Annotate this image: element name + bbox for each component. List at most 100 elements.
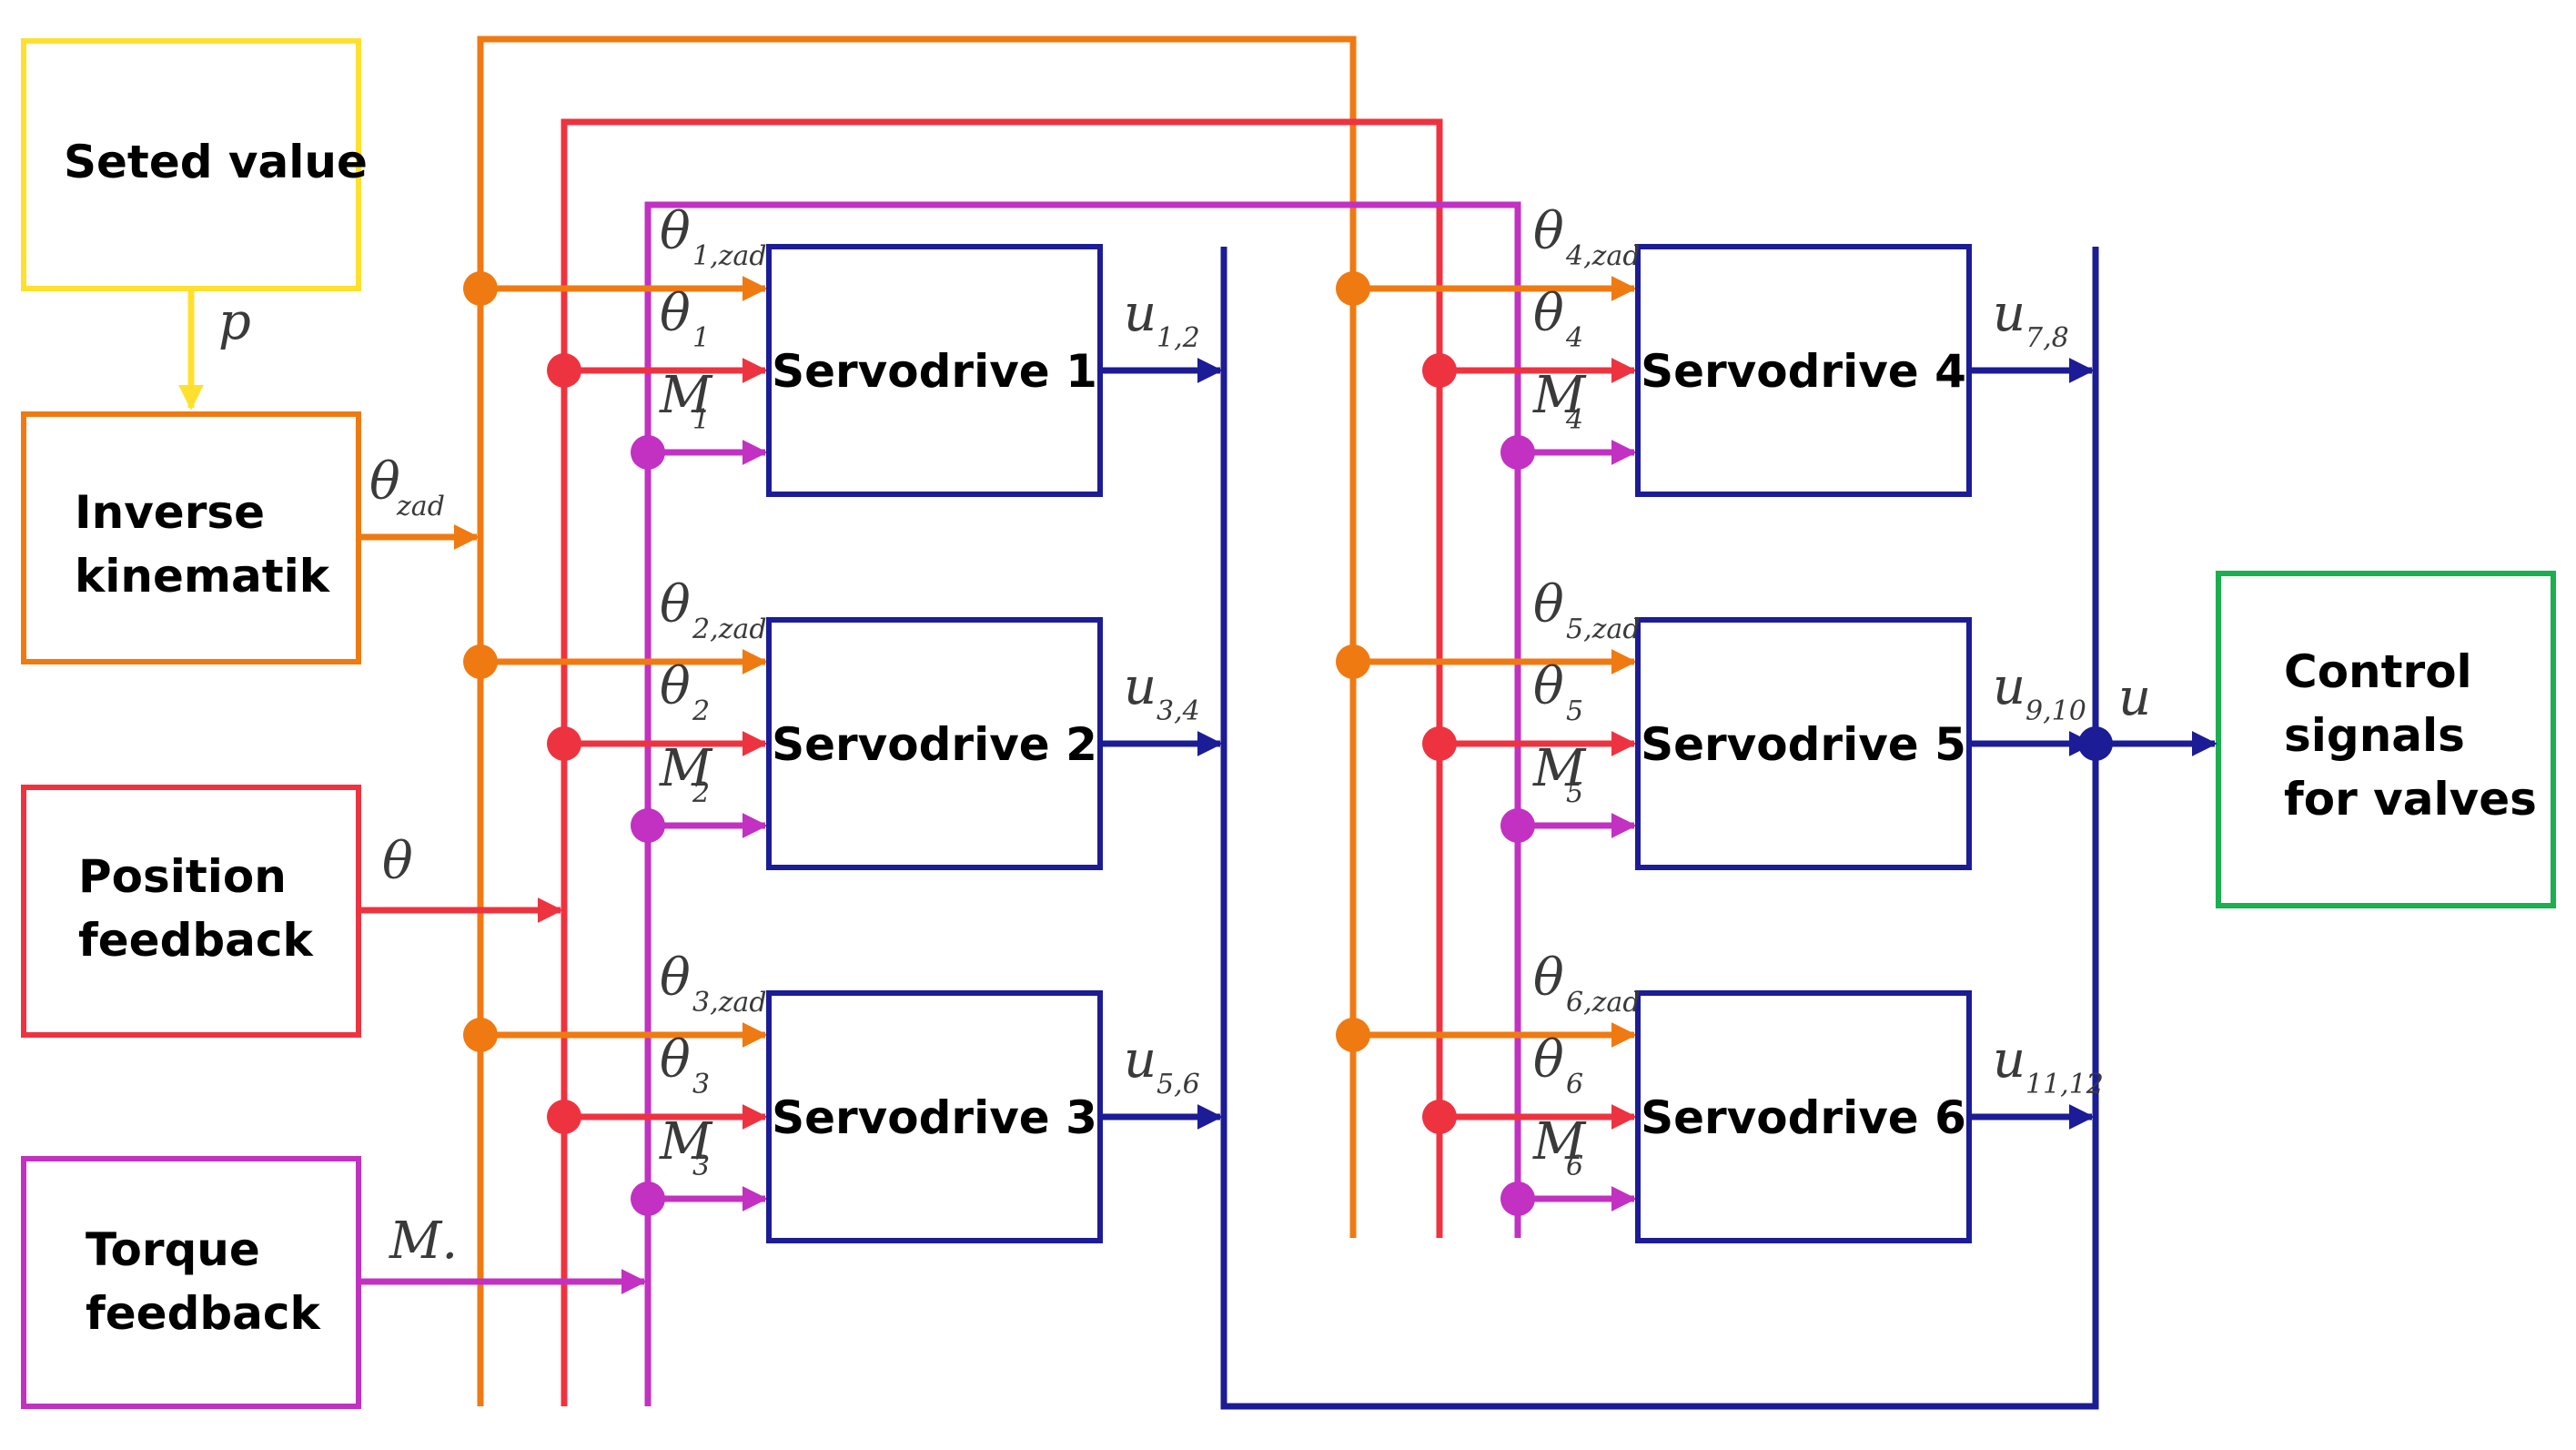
seted-value-label: Seted value — [64, 136, 368, 188]
theta-3-zad-label-symbol: θ — [660, 948, 691, 1008]
u-6-label-symbol: u — [1993, 1030, 2025, 1090]
u-2-label-symbol: u — [1124, 657, 1157, 716]
inverse-kinematik-label-line2: kinematik — [75, 550, 331, 603]
theta-5-zad-junction-dot — [1336, 644, 1370, 679]
theta-5-label-symbol: θ — [1533, 657, 1564, 716]
theta-1-zad-junction-dot — [463, 271, 498, 306]
magenta-bus-wire — [644, 201, 1521, 1406]
theta-3-zad-junction-dot — [463, 1018, 498, 1052]
torque-2-junction-dot — [631, 808, 665, 843]
u-5-label-symbol: u — [1993, 657, 2025, 716]
theta-1-zad-label-subscript: 1,zad — [692, 240, 767, 272]
theta-2-zad-label-symbol: θ — [660, 575, 691, 634]
position-feedback-label-line2: feedback — [78, 914, 315, 967]
theta-6-junction-dot — [1422, 1100, 1457, 1134]
torque-4-junction-dot — [1500, 435, 1535, 470]
torque-5-junction-dot — [1500, 808, 1535, 843]
theta-5-label-subscript: 5 — [1566, 695, 1583, 727]
theta-4-zad-label-symbol: θ — [1533, 202, 1564, 261]
torque-5-label-subscript: 5 — [1566, 777, 1583, 809]
theta-4-label-symbol: θ — [1533, 284, 1564, 343]
torque-6-label-subscript: 6 — [1566, 1151, 1583, 1182]
theta-3-zad-label-subscript: 3,zad — [692, 987, 767, 1019]
theta-5-zad-label-subscript: 5,zad — [1566, 613, 1641, 645]
torque-1-junction-dot — [631, 435, 665, 470]
seted-value-block: Seted value — [21, 38, 368, 291]
u-2-label-subscript: 3,4 — [1157, 695, 1200, 727]
u-3-label-symbol: u — [1124, 1030, 1157, 1090]
u-1-label-symbol: u — [1124, 284, 1157, 343]
orange-bus-wire — [477, 35, 1357, 1406]
u-3-label-subscript: 5,6 — [1157, 1069, 1200, 1100]
u-4-label-symbol: u — [1993, 284, 2025, 343]
servodrive-2-label: Servodrive 2 — [772, 718, 1097, 771]
torque-feedback-label-line2: feedback — [86, 1287, 322, 1340]
u-4-label-subscript: 7,8 — [2025, 322, 2069, 354]
servodrive-1-label: Servodrive 1 — [772, 345, 1097, 398]
torque-2-label-symbol: M — [659, 739, 713, 798]
theta-2-label-subscript: 2 — [692, 695, 710, 727]
theta-2-junction-dot — [547, 726, 581, 761]
u-output-label: u — [2118, 668, 2151, 727]
theta-6-zad-label-symbol: θ — [1533, 948, 1564, 1008]
theta-4-junction-dot — [1422, 353, 1457, 388]
torque-2-label-subscript: 2 — [692, 777, 710, 809]
inverse-kinematik-label-line1: Inverse — [75, 486, 265, 539]
u-6-label-subscript: 11,12 — [2025, 1069, 2104, 1100]
control-signals-label-line2: signals — [2284, 709, 2465, 762]
theta-5-zad-label-symbol: θ — [1533, 575, 1564, 634]
servodrive-6-box — [1635, 990, 1972, 1243]
torque-6-label-symbol: M — [1532, 1112, 1587, 1171]
theta-1-label-subscript: 1 — [692, 322, 710, 354]
torque-5-label-symbol: M — [1532, 739, 1587, 798]
p-signal-label: p — [218, 292, 251, 351]
theta-3-junction-dot — [547, 1100, 581, 1134]
theta-3-label-symbol: θ — [660, 1030, 691, 1090]
theta-zad-subscript: zad — [396, 491, 445, 522]
control-signals-label-line3: for valves — [2284, 773, 2537, 826]
position-feedback-block: Position feedback — [21, 785, 361, 1038]
inverse-kinematik-block: Inverse kinematik — [21, 411, 361, 664]
theta-feed-label: θ — [382, 832, 413, 891]
theta-4-zad-label-subscript: 4,zad — [1565, 240, 1641, 272]
red-bus-wire — [561, 118, 1443, 1406]
position-feedback-label-line1: Position — [78, 850, 287, 903]
theta-6-label-subscript: 6 — [1566, 1069, 1583, 1100]
theta-1-label-symbol: θ — [660, 284, 691, 343]
u-1-label-subscript: 1,2 — [1157, 322, 1200, 354]
servodrive-5-label: Servodrive 5 — [1641, 718, 1966, 771]
servodrive-5-box — [1635, 617, 1972, 870]
control-signals-label-line1: Control — [2284, 645, 2472, 698]
torque-1-label-symbol: M — [659, 366, 713, 425]
theta-1-zad-label-symbol: θ — [660, 202, 691, 261]
theta-2-zad-label-subscript: 2,zad — [692, 613, 767, 645]
theta-4-label-subscript: 4 — [1565, 322, 1583, 354]
torque-3-label-symbol: M — [659, 1112, 713, 1171]
theta-zad-symbol: θ — [369, 452, 400, 512]
torque-feedback-block: Torque feedback — [21, 1156, 361, 1409]
torque-3-junction-dot — [631, 1181, 665, 1216]
theta-1-junction-dot — [547, 353, 581, 388]
navy-output-bus-wire — [1220, 247, 2099, 1410]
torque-4-label-symbol: M — [1532, 366, 1587, 425]
theta-2-label-symbol: θ — [660, 657, 691, 716]
torque-6-junction-dot — [1500, 1181, 1535, 1216]
torque-4-label-subscript: 4 — [1565, 404, 1583, 436]
servodrive-6-label: Servodrive 6 — [1641, 1091, 1966, 1144]
theta-3-label-subscript: 3 — [692, 1069, 710, 1100]
theta-2-zad-junction-dot — [463, 644, 498, 679]
control-signals-block: Control signals for valves — [2216, 571, 2556, 908]
u-5-label-subscript: 9,10 — [2025, 695, 2086, 727]
servodrive-3-box — [766, 990, 1103, 1243]
theta-6-zad-label-subscript: 6,zad — [1566, 987, 1641, 1019]
theta-4-zad-junction-dot — [1336, 271, 1370, 306]
torque-1-label-subscript: 1 — [692, 404, 710, 436]
